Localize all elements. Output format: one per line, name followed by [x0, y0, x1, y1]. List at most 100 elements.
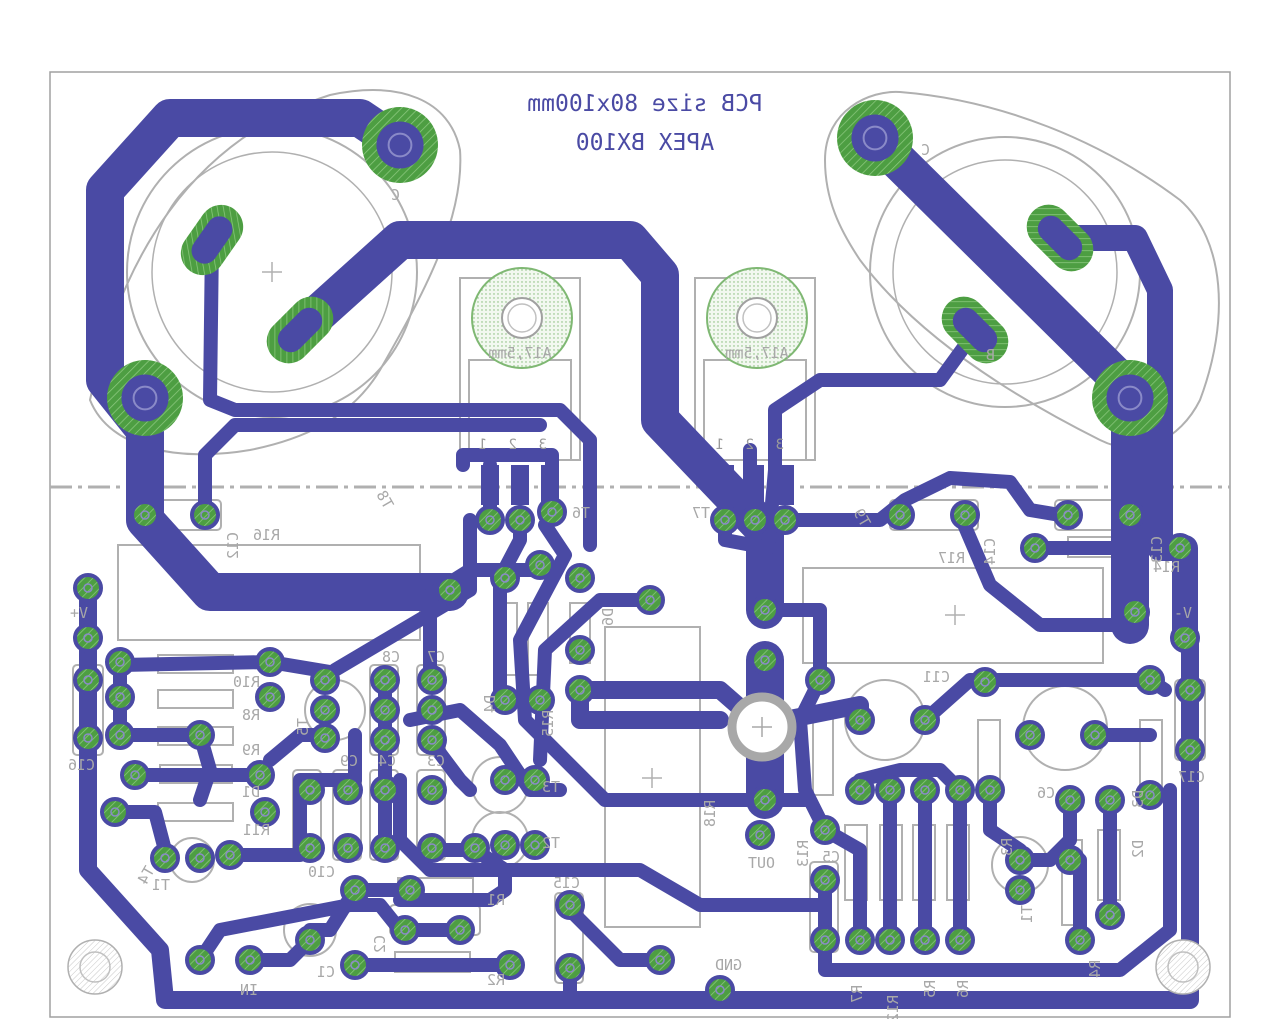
- pad-hole: [500, 695, 510, 705]
- component-pad: [310, 665, 340, 695]
- pad-hole: [320, 733, 330, 743]
- component-pad: [1115, 500, 1145, 530]
- pad-hole: [350, 960, 360, 970]
- component-pad: [333, 775, 363, 805]
- label-vminus: V-: [1174, 604, 1192, 622]
- pad-hole: [195, 730, 205, 740]
- ref-c3: C3: [427, 752, 445, 770]
- pad-hole: [920, 715, 930, 725]
- lead-pad: [746, 465, 764, 505]
- component-pad: [215, 840, 245, 870]
- pad-hole: [885, 785, 895, 795]
- pad-hole: [855, 785, 865, 795]
- component-pad: [750, 785, 780, 815]
- component-pad: [875, 775, 905, 805]
- ref-r7: R7: [848, 985, 866, 1003]
- mirrored-text: PCB size 80x100mm APEX BX100 A17,5mm A17…: [68, 91, 1205, 999]
- pad-hole: [1015, 885, 1025, 895]
- pad-hole: [575, 685, 585, 695]
- pad-hole: [115, 692, 125, 702]
- component-pad: [435, 575, 465, 605]
- component-pad: [417, 725, 447, 755]
- ref-c4: C4: [378, 752, 396, 770]
- pad-hole: [470, 843, 480, 853]
- power-pad-ring: [376, 121, 424, 169]
- component-pad: [1120, 597, 1150, 627]
- component-pad: [555, 890, 585, 920]
- component-pad: [295, 925, 325, 955]
- component-pad: [970, 667, 1000, 697]
- pad-hole: [305, 785, 315, 795]
- mounting-hole-left: [67, 939, 123, 995]
- pad-hole: [1145, 790, 1155, 800]
- component-pad: [555, 953, 585, 983]
- pad-hole: [83, 633, 93, 643]
- pad-hole: [920, 935, 930, 945]
- power-pad-hole: [1117, 385, 1143, 411]
- ref-r2: R2: [487, 971, 505, 989]
- pad-hole: [83, 583, 93, 593]
- component-pad: [1135, 780, 1165, 810]
- pad-hole: [955, 935, 965, 945]
- component-pad: [150, 843, 180, 873]
- component-pad: [295, 775, 325, 805]
- pad-hole: [645, 595, 655, 605]
- component-pad: [1165, 533, 1195, 563]
- pad-hole: [485, 515, 495, 525]
- component-pad: [490, 765, 520, 795]
- pad-hole: [380, 843, 390, 853]
- pad-hole: [245, 955, 255, 965]
- ref-c5: C5: [822, 848, 840, 866]
- component-pad: [395, 875, 425, 905]
- pad-hole: [427, 705, 437, 715]
- ref-c15: C15: [553, 874, 580, 892]
- component-pad: [975, 775, 1005, 805]
- component-pad: [1175, 675, 1205, 705]
- title-line-1: PCB size 80x100mm: [527, 91, 762, 117]
- pad-hole: [1075, 935, 1085, 945]
- pad-hole: [815, 675, 825, 685]
- ref-r4: R4: [1086, 960, 1104, 978]
- ref-r10: R10: [233, 673, 260, 691]
- component-pad: [120, 760, 150, 790]
- ref-c13: C13: [1148, 536, 1166, 563]
- component-pad: [370, 665, 400, 695]
- power-pad-ring: [121, 374, 169, 422]
- component-pad: [635, 585, 665, 615]
- component-pad: [910, 775, 940, 805]
- power-pad-ring: [1106, 374, 1154, 422]
- component-pad: [885, 500, 915, 530]
- pad-hole: [380, 705, 390, 715]
- pad-hole: [200, 510, 210, 520]
- power-pad-hole: [387, 132, 413, 158]
- component-pad: [805, 665, 835, 695]
- lead-pad: [776, 465, 794, 505]
- pad-hole: [350, 885, 360, 895]
- ref-r12: R12: [884, 995, 902, 1019]
- pin-2-t6: 2: [509, 437, 517, 453]
- ref-r1: R1: [487, 891, 505, 909]
- pad-hole: [980, 677, 990, 687]
- transistor-pad-core: [277, 307, 323, 353]
- rotated-labels: T8 T9 C12 C14 C13 R18 R13 R3 R4 R7 R12 R…: [134, 487, 1166, 1019]
- pad-hole: [1030, 543, 1040, 553]
- ref-r3: R3: [998, 838, 1016, 856]
- pad-hole: [195, 955, 205, 965]
- component-pad: [490, 685, 520, 715]
- label-vplus: V+: [70, 604, 88, 622]
- component-pad: [417, 775, 447, 805]
- pad-hole: [530, 840, 540, 850]
- pad-hole: [985, 785, 995, 795]
- label-in: IN: [240, 981, 258, 999]
- component-pad: [1005, 845, 1035, 875]
- lead-pad: [481, 465, 499, 505]
- pad-hole: [535, 560, 545, 570]
- component-pad: [875, 925, 905, 955]
- pad-hole: [1105, 910, 1115, 920]
- pad-hole: [427, 675, 437, 685]
- pad-hole: [1065, 795, 1075, 805]
- mounting-hole-right: [1155, 939, 1211, 995]
- component-pad: [1055, 785, 1085, 815]
- ref-t7: T7: [692, 504, 710, 522]
- component-pad: [310, 723, 340, 753]
